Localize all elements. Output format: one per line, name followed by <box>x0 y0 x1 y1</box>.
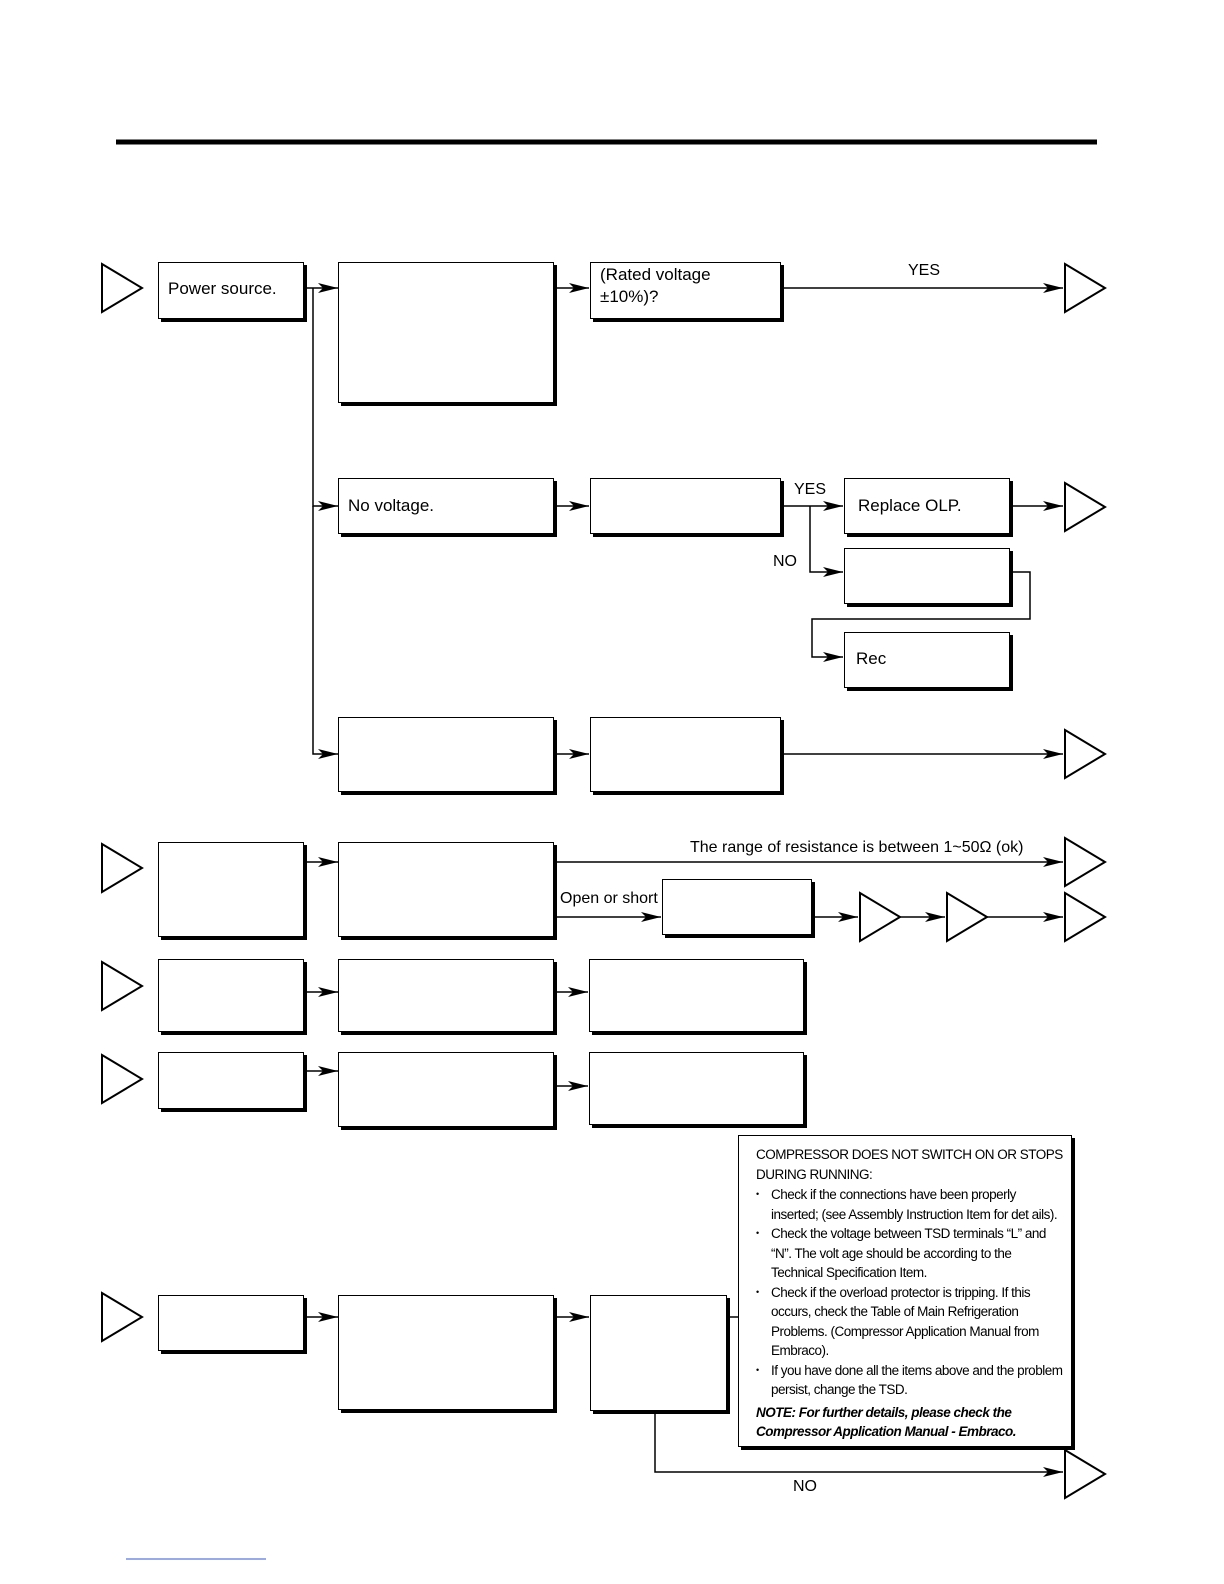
check-box-n <box>590 1295 727 1411</box>
connector-triangle <box>946 891 989 943</box>
connector-lines <box>304 283 1063 1477</box>
power-source-text: Power source. <box>168 279 277 298</box>
connector-triangle <box>101 1291 144 1343</box>
rec-text: Rec <box>856 649 887 668</box>
check-box-g <box>338 959 554 1032</box>
olp-check-box <box>590 478 781 534</box>
no-label-bottom: NO <box>793 1478 817 1495</box>
note-list: Check if the connections have been prope… <box>756 1185 1063 1400</box>
yes-label-top: YES <box>908 262 941 279</box>
check-box-d <box>158 842 304 937</box>
note-item: Check if the overload protector is tripp… <box>756 1283 1063 1361</box>
rec-box: Rec <box>844 632 1010 688</box>
note-title: COMPRESSOR DOES NOT SWITCH ON OR STOPS D… <box>756 1147 1063 1182</box>
check-box-e <box>338 842 554 937</box>
arrow-line <box>811 571 1031 662</box>
check-box-h <box>589 959 804 1032</box>
connector-triangle <box>1064 481 1107 533</box>
arrow-line <box>654 1411 1063 1477</box>
no-voltage-box: No voltage. <box>338 478 554 534</box>
check-box-j <box>338 1052 554 1127</box>
check-box-f <box>158 959 304 1032</box>
connector-triangle <box>101 1053 144 1105</box>
replace-olp-box: Replace OLP. <box>844 478 1010 534</box>
no-voltage-text: No voltage. <box>348 496 434 515</box>
resistance-ok-label: The range of resistance is between 1~50Ω… <box>690 839 1024 856</box>
connector-triangle <box>1064 728 1107 780</box>
connector-triangle <box>101 262 144 314</box>
connector-triangle <box>1064 836 1107 888</box>
check-box-i <box>158 1052 304 1109</box>
rated-voltage-text: (Rated voltage ±10%)? <box>600 265 711 306</box>
no-label-olp: NO <box>773 553 797 570</box>
check-box-m <box>338 1295 554 1410</box>
arrow-line <box>312 506 338 759</box>
no-branch-box <box>844 548 1010 604</box>
note-item: If you have done all the items above and… <box>756 1361 1063 1400</box>
check-box-l <box>158 1295 304 1351</box>
connector-triangles <box>101 262 1107 1500</box>
rated-voltage-box: (Rated voltage ±10%)? <box>590 262 781 319</box>
connector-triangle <box>101 960 144 1012</box>
open-short-box <box>662 879 812 935</box>
check-box-c <box>590 717 781 792</box>
power-source-box: Power source. <box>158 262 304 319</box>
note-item: Check if the connections have been prope… <box>756 1185 1063 1224</box>
open-short-label: Open or short <box>560 890 658 907</box>
arrow-line <box>312 288 338 511</box>
note-item: Check the voltage between TSD terminals … <box>756 1224 1063 1283</box>
connector-triangle <box>1064 1448 1107 1500</box>
compressor-note-box: COMPRESSOR DOES NOT SWITCH ON OR STOPS D… <box>738 1135 1072 1447</box>
check-box-a <box>338 262 554 403</box>
connector-triangle <box>1064 891 1107 943</box>
connector-triangle <box>859 891 902 943</box>
note-footer: NOTE: For further details, please check … <box>756 1404 1017 1440</box>
yes-label-olp: YES <box>794 481 827 498</box>
arrow-line <box>809 506 843 577</box>
connector-triangle <box>1064 262 1107 314</box>
check-box-k <box>589 1052 804 1125</box>
connector-triangle <box>101 842 144 894</box>
check-box-b <box>338 717 554 792</box>
replace-olp-text: Replace OLP. <box>858 496 962 515</box>
